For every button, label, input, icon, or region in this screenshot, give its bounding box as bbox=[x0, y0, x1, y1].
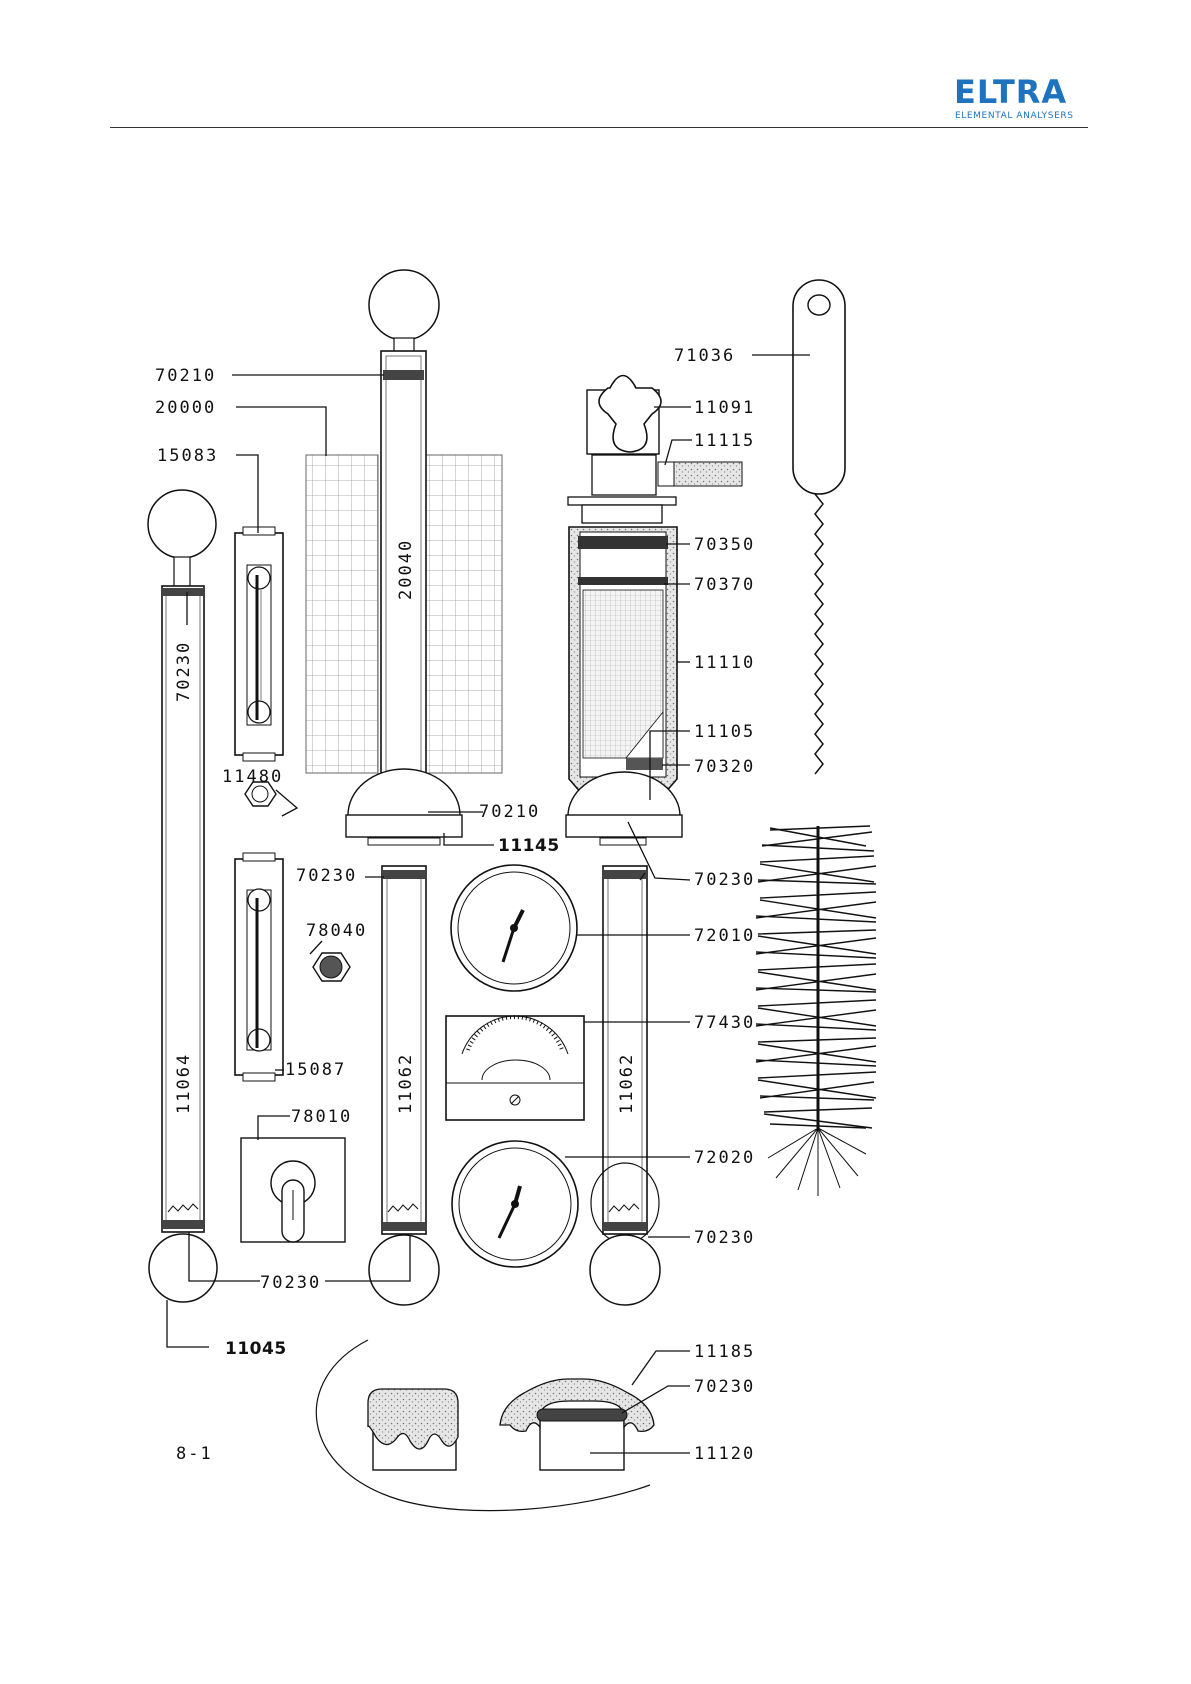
label-70210-top: 70210 bbox=[155, 366, 216, 386]
label-11145: 11145 bbox=[498, 836, 560, 856]
label-70210-mid: 70210 bbox=[479, 802, 540, 822]
pressure-gauge-72020 bbox=[452, 1141, 578, 1267]
figure-number: 8-1 bbox=[176, 1444, 213, 1464]
label-70350: 70350 bbox=[694, 535, 755, 555]
label-70230-right-bottom: 70230 bbox=[694, 1228, 755, 1248]
label-11105: 11105 bbox=[694, 722, 755, 742]
label-11185: 11185 bbox=[694, 1342, 755, 1362]
label-11115: 11115 bbox=[694, 431, 755, 451]
label-70370: 70370 bbox=[694, 575, 755, 595]
label-70230-bottom: 70230 bbox=[260, 1273, 321, 1293]
label-70230-detail: 70230 bbox=[694, 1377, 755, 1397]
label-71036: 71036 bbox=[674, 346, 735, 366]
selector-switch-78010 bbox=[241, 1138, 345, 1242]
label-11091: 11091 bbox=[694, 398, 755, 418]
label-11120: 11120 bbox=[694, 1444, 755, 1464]
label-77430: 77430 bbox=[694, 1013, 755, 1033]
hose-11115 bbox=[658, 462, 742, 486]
label-11062-right: 11062 bbox=[617, 1053, 637, 1114]
label-11045: 11045 bbox=[225, 1339, 287, 1359]
flowmeter-15083 bbox=[235, 527, 283, 761]
seal-detail bbox=[316, 1340, 654, 1511]
cleaning-brush-71036 bbox=[756, 280, 876, 1196]
label-11110: 11110 bbox=[694, 653, 755, 673]
drying-tube-11110 bbox=[566, 527, 682, 845]
label-11480: 11480 bbox=[222, 767, 283, 787]
analog-meter-77430 bbox=[446, 1016, 584, 1120]
label-70230-mid: 70230 bbox=[296, 866, 357, 886]
label-20000: 20000 bbox=[155, 398, 216, 418]
label-70230-right: 70230 bbox=[694, 870, 755, 890]
label-70320: 70320 bbox=[694, 757, 755, 777]
pressure-gauge-72010 bbox=[451, 865, 577, 991]
label-20040: 20040 bbox=[396, 539, 416, 600]
label-15083: 15083 bbox=[157, 446, 218, 466]
filter-78040 bbox=[313, 953, 350, 981]
flowmeter-15087 bbox=[235, 853, 283, 1081]
label-11064: 11064 bbox=[174, 1053, 194, 1114]
label-78040: 78040 bbox=[306, 921, 367, 941]
label-15087: 15087 bbox=[285, 1060, 346, 1080]
tube-11064 bbox=[148, 490, 217, 1302]
label-72010: 72010 bbox=[694, 926, 755, 946]
label-70230-left-top: 70230 bbox=[174, 641, 194, 702]
label-11062-centre: 11062 bbox=[396, 1053, 416, 1114]
label-72020: 72020 bbox=[694, 1148, 755, 1168]
label-78010: 78010 bbox=[291, 1107, 352, 1127]
valve-11091 bbox=[568, 376, 676, 524]
